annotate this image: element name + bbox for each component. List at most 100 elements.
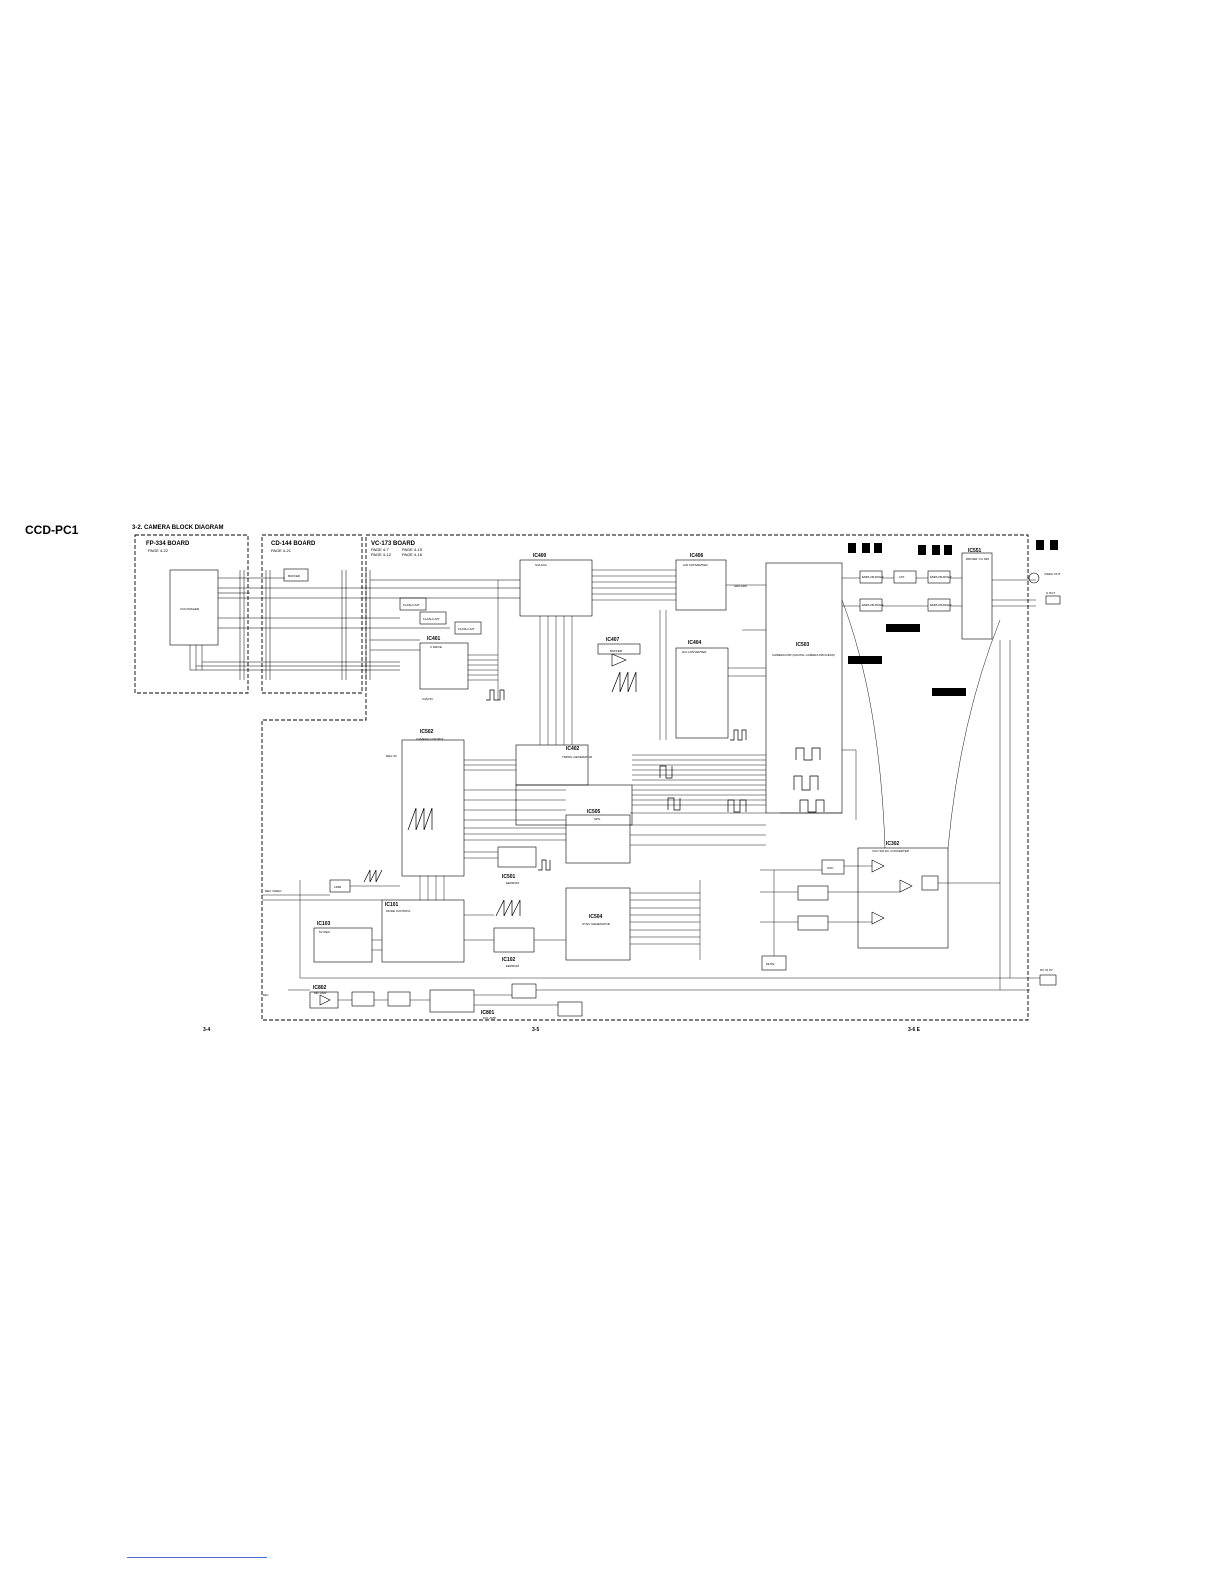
vc173-page-4: PAGE 4-16	[402, 552, 423, 557]
waveform-glyph-7	[1036, 540, 1044, 550]
ic503-desc: CAMERA DSP (DIGITAL CAMERA PROCESS)	[772, 653, 835, 657]
emph-buffer-box-2	[927, 570, 951, 584]
ic406-box	[675, 559, 727, 611]
page-number-left: 3-4	[203, 1027, 211, 1033]
ic801-box	[429, 989, 475, 1013]
video-out-jack	[1028, 572, 1040, 584]
vco-dec-box	[921, 875, 939, 891]
ic400-desc: S/H AGC	[535, 563, 548, 567]
ic402-tag: IC402	[566, 746, 580, 752]
waveform-pulse-2	[730, 729, 747, 741]
waveform-pulse-9	[538, 859, 551, 871]
limr-label: LIMR	[334, 885, 342, 889]
ic407-tag: IC407	[606, 637, 620, 643]
s-video-jack	[1045, 595, 1061, 605]
waveform-glyph-2	[862, 543, 870, 553]
vc173-page-1: PAGE 4-7	[371, 547, 389, 552]
ic501-box	[497, 846, 537, 868]
board-frame-fp334	[134, 534, 249, 694]
ic801-tag: IC801	[481, 1010, 495, 1016]
ic406-desc: A/D CONVERTER	[683, 563, 708, 567]
waveform-pulse-8	[799, 799, 825, 813]
emph-buffer-label-3: EMPH BUFFER	[862, 603, 884, 607]
waveform-pulse-6	[667, 797, 681, 811]
ic504-desc: SYNC GENERATOR	[582, 922, 611, 926]
osc-box	[821, 859, 845, 875]
audio-buffer-1	[351, 991, 375, 1007]
cam5v-label: CAM 5V	[422, 697, 433, 701]
flash-lmt-box-2	[419, 611, 447, 625]
waveform-glyph-9	[886, 624, 920, 632]
hyperlink-underline	[127, 1557, 267, 1558]
ic551-box	[961, 552, 993, 640]
dc-in-label: DC IN 6V	[1040, 968, 1053, 972]
vco-amp-1	[871, 859, 885, 873]
ic505-box	[565, 814, 631, 864]
emph-buffer-box-1	[859, 570, 883, 584]
ic407-desc: BUFFER	[610, 649, 623, 653]
waveform-pulse-4	[793, 775, 819, 791]
ic551-tag: IC551	[968, 548, 982, 554]
waveform-glyph-5	[932, 545, 940, 555]
adc-bus-label: AD0-AD9	[734, 584, 747, 588]
ic102-box	[493, 927, 535, 953]
ic103-tag: IC103	[317, 921, 331, 927]
fp334-board-label: FP-334 BOARD	[146, 541, 190, 547]
ccd-imager-label: CCD IMAGER	[180, 607, 200, 611]
ic302-desc: VCO SW DC CONVERTER	[872, 849, 910, 853]
waveform-pulse-5	[659, 765, 673, 779]
emph-buffer-label-2: EMPH BUFFER	[930, 575, 952, 579]
waveform-glyph-6	[944, 545, 952, 555]
osc-label: OSC	[827, 866, 834, 870]
ic505-desc: SPG	[594, 817, 601, 821]
buffer-box-cd144	[283, 568, 309, 582]
waveform-glyph-8	[1050, 540, 1058, 550]
waveform-sawtooth-4	[363, 869, 383, 883]
board-frame-vc173	[261, 534, 1029, 1021]
emph-buffer-label-1: EMPH BUFFER	[862, 575, 884, 579]
waveform-glyph-4	[918, 545, 926, 555]
waveform-glyph-11	[932, 688, 966, 696]
waveform-sawtooth-2	[407, 807, 433, 831]
audio-buffer-2	[387, 991, 411, 1007]
cd144-page-label: PAGE 4-21	[271, 548, 292, 553]
ic103-box	[313, 927, 373, 963]
ic103-desc: 5V REG	[319, 930, 331, 934]
switch-box-1	[797, 885, 829, 901]
buffer-label: BUFFER	[288, 574, 301, 578]
ic402-lower-box	[515, 784, 633, 826]
ic101-desc: MODE CONTROL	[386, 909, 411, 913]
video-out-label: VIDEO OUT	[1044, 572, 1061, 576]
rec-video-label: REC VIDEO	[265, 889, 282, 893]
ic401-box	[419, 642, 469, 690]
flash-lmt-label-3: FLASH LMT	[458, 627, 475, 631]
ic504-box	[565, 887, 631, 961]
ic102-desc: EEPROM	[506, 964, 520, 968]
ic402-desc: TIMING GENERATOR	[562, 755, 593, 759]
ic400-tag: IC400	[533, 553, 547, 559]
ic102-tag: IC102	[502, 957, 516, 963]
ic401-tag: IC401	[427, 636, 441, 642]
emph-buffer-box-4	[927, 598, 951, 612]
vco-amp-3	[871, 911, 885, 925]
waveform-sawtooth-1	[611, 671, 637, 693]
waveform-pulse-3	[795, 747, 821, 761]
ic404-box	[675, 647, 729, 739]
ic101-box	[381, 899, 465, 963]
s-out-label: S OUT	[1046, 591, 1055, 595]
ic503-tag: IC503	[796, 642, 810, 648]
ic801-desc: PCL AMP	[483, 1016, 496, 1020]
ic401-desc: V DRIVE	[430, 645, 442, 649]
ic302-box	[857, 847, 949, 949]
ic406-tag: IC406	[690, 553, 704, 559]
ic501-tag: IC501	[502, 874, 516, 880]
ic407-triangle	[611, 653, 627, 667]
waveform-pulse-1	[486, 689, 505, 701]
vco-amp-2	[899, 879, 913, 893]
ic502-desc: CAMERA CONTROL	[416, 737, 445, 741]
ic400-box	[519, 559, 593, 617]
ic505-tag: IC505	[587, 809, 601, 815]
flash-lmt-label-2: FLASH LMT	[423, 617, 440, 621]
lpf-box	[893, 570, 917, 584]
